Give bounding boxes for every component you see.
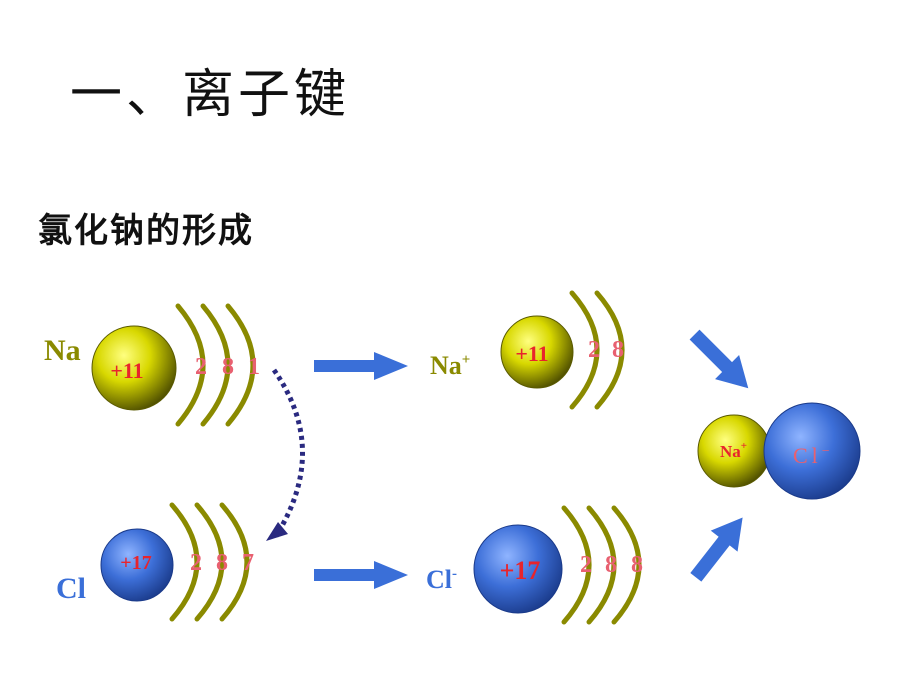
product-na-label: Na+ [720,440,747,461]
na-ion-e1: 2 [588,337,600,363]
shell-arc-2 [200,303,231,427]
cl-nucleus-ball [100,528,174,602]
cl-ion-e1: 2 [580,552,592,578]
shell-arc-2 [586,505,617,625]
cl-ion-ball [473,524,563,614]
na-ion-e2: 8 [612,337,624,363]
shell-arc-3 [225,303,256,427]
shell-arc-1 [569,290,600,410]
cl-atom-e1: 2 [190,550,202,576]
na-atom: Na +11 2 8 1 [44,303,260,427]
na-nucleus-ball [91,325,177,411]
product-cl-ball [763,402,861,500]
section-subtitle: 氯化钠的形成 [38,211,254,251]
cl-atom-shells [169,502,250,622]
na-ion-to-product-arrow [689,329,749,389]
cl-ion-to-product-arrow [690,517,743,582]
na-atom-charge: +11 [110,358,143,383]
shell-arc-1 [175,303,206,427]
page-title: 一、离子键 [70,65,351,125]
shell-arc-1 [169,502,200,622]
na-ionization-arrow [314,352,408,380]
cl-ion-shells [561,505,642,625]
cl-atom-e2: 8 [216,550,228,576]
shell-arc-1 [561,505,592,625]
shell-arc-2 [194,502,225,622]
cl-atom-symbol: Cl [56,572,86,605]
cl-atom-charge: +17 [120,552,151,574]
cl-atom: Cl +17 2 8 7 [56,502,254,622]
na-atom-e1: 2 [195,354,207,380]
cl-ionization-arrow [314,561,408,589]
na-ion: Na+ +11 2 8 [430,290,625,410]
na-ion-symbol: Na+ [430,351,470,380]
nacl-product: Na+ Cl− [697,402,861,500]
na-ion-ball [500,315,574,389]
na-atom-symbol: Na [44,334,81,367]
na-atom-e2: 8 [222,354,234,380]
shell-arc-2 [594,290,625,410]
na-ion-shells [569,290,625,410]
na-ion-charge: +11 [515,341,548,366]
na-atom-e3: 1 [248,354,260,380]
electron-transfer-arrowhead [266,522,288,541]
cl-ion-e3: 8 [631,552,643,578]
cl-ion-charge: +17 [500,556,541,585]
shell-arc-3 [219,502,250,622]
cl-ion: Cl- +17 2 8 8 [426,505,643,625]
electron-transfer-arrow [271,368,305,538]
cl-atom-e3: 7 [242,550,254,576]
na-atom-shells [175,303,256,427]
cl-ion-e2: 8 [605,552,617,578]
product-cl-label: Cl− [793,443,834,468]
shell-arc-3 [611,505,642,625]
cl-ion-symbol: Cl- [426,565,457,594]
